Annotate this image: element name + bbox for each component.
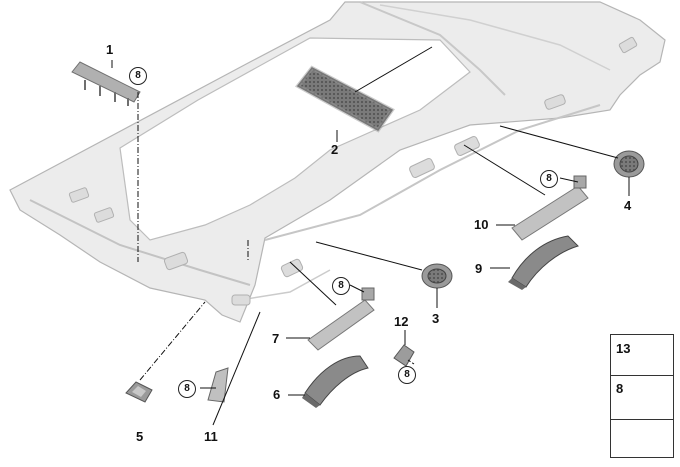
legend-label-8: 8 <box>616 381 624 396</box>
callout-4: 4 <box>624 198 632 213</box>
screw-ref-circle: 8 <box>129 67 147 85</box>
part-9-grab-handle <box>508 235 579 290</box>
callout-7: 7 <box>272 331 280 346</box>
legend-row-8: 8 <box>611 375 673 420</box>
part-10-bracket <box>511 175 589 241</box>
screw-ref-circle: 8 <box>540 170 558 188</box>
headliner <box>9 1 666 323</box>
part-2-grille <box>294 65 395 133</box>
legend-box: 13 8 <box>610 334 674 458</box>
part-7-bracket <box>307 287 375 351</box>
callout-1: 1 <box>106 42 114 57</box>
leader-lines <box>111 46 630 426</box>
callout-9: 9 <box>475 261 483 276</box>
callout-5: 5 <box>136 429 144 444</box>
screw-ref-circle: 8 <box>398 366 416 384</box>
part-6-grab-handle <box>302 355 369 408</box>
callout-11: 11 <box>204 429 218 444</box>
legend-row-arrow <box>611 419 673 457</box>
callout-12: 12 <box>394 314 409 329</box>
legend-row-13: 13 <box>611 335 673 376</box>
callout-3: 3 <box>432 311 440 326</box>
callout-2: 2 <box>331 142 339 157</box>
part-11-cover <box>207 367 229 403</box>
part-4-speaker <box>613 150 645 178</box>
callout-10: 10 <box>474 217 489 232</box>
screw-ref-circle: 8 <box>178 380 196 398</box>
callout-6: 6 <box>273 387 281 402</box>
part-3-speaker <box>421 263 453 289</box>
screw-ref-circle: 8 <box>332 277 350 295</box>
part-1-bracket <box>71 61 141 106</box>
legend-label-13: 13 <box>616 341 631 356</box>
part-5-light <box>125 381 153 403</box>
part-12-clip <box>393 344 415 367</box>
